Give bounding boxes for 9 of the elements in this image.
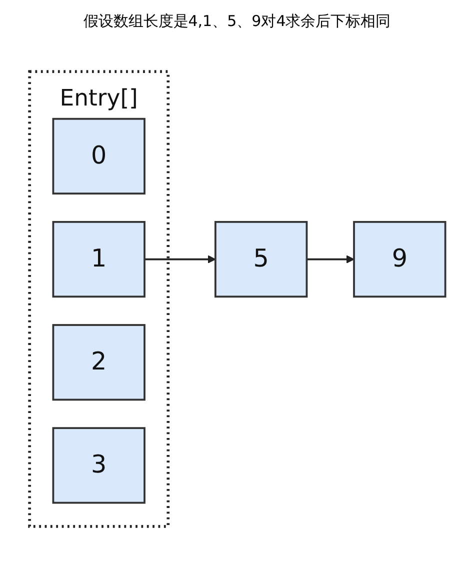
arrow bbox=[306, 254, 354, 263]
node-box: 1 bbox=[52, 220, 146, 298]
node-box: 5 bbox=[214, 220, 308, 298]
arrow bbox=[144, 254, 216, 263]
node-box: 9 bbox=[352, 220, 446, 298]
node-box: 3 bbox=[52, 426, 146, 504]
node-box: 2 bbox=[52, 324, 146, 400]
note-text: 假设数组长度是4,1、5、9对4求余后下标相同 bbox=[83, 12, 391, 31]
node-box: 0 bbox=[52, 117, 146, 194]
